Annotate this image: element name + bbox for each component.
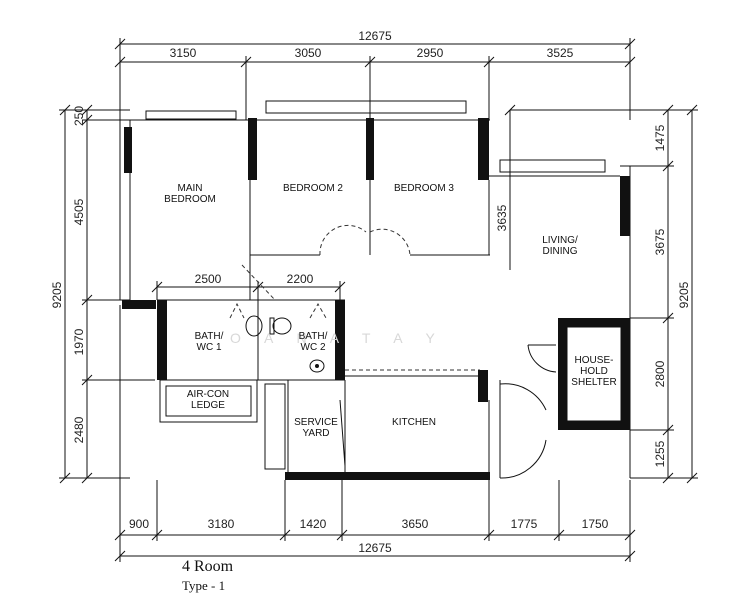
- right-segment-1-label: 1475: [653, 124, 667, 151]
- kitchen-label: KITCHEN: [392, 417, 436, 428]
- left-segment-4-label: 2480: [72, 416, 86, 443]
- inner-dim-2500-label: 2500: [195, 272, 222, 286]
- top-dimension-lines: [114, 38, 636, 120]
- bottom-segment-5-label: 1775: [511, 517, 538, 531]
- bottom-segment-4-label: 3650: [402, 517, 429, 531]
- bath-wc-2-label-line2: WC 2: [301, 342, 326, 353]
- living-dining-label-line2: DINING: [543, 246, 578, 257]
- household-shelter-label-line2: HOLD: [580, 366, 608, 377]
- household-shelter-label-line1: HOUSE-: [575, 355, 614, 366]
- household-shelter-label-line3: SHELTER: [571, 377, 616, 388]
- plan-subtitle: Type - 1: [182, 578, 225, 593]
- bottom-segment-6-label: 1750: [582, 517, 609, 531]
- bath-fixtures: [229, 302, 327, 373]
- right-segment-4-label: 1255: [653, 440, 667, 467]
- bath-wc-1-label-line1: BATH/: [195, 331, 224, 342]
- service-yard-label-line2: YARD: [302, 428, 329, 439]
- main-bedroom-label-line2: BEDROOM: [164, 194, 216, 205]
- top-segment-2-label: 3050: [295, 46, 322, 60]
- top-segment-3-label: 2950: [417, 46, 444, 60]
- top-segment-4-label: 3525: [547, 46, 574, 60]
- inner-dimension-lines: [151, 104, 516, 300]
- aircon-ledge-label-line1: AIR-CON: [187, 389, 229, 400]
- service-yard-label-line1: SERVICE: [294, 417, 338, 428]
- inner-dim-2200-label: 2200: [287, 272, 314, 286]
- right-total-label: 9205: [677, 281, 691, 308]
- bath-wc-2-label-line1: BATH/: [299, 331, 328, 342]
- watermark-text: O A N A T A Y: [230, 330, 445, 346]
- right-segment-2-label: 3675: [653, 228, 667, 255]
- right-segment-3-label: 2800: [653, 360, 667, 387]
- walls: [119, 100, 631, 480]
- top-total-label: 12675: [358, 29, 392, 43]
- left-segment-3-label: 1970: [72, 328, 86, 355]
- bottom-segment-3-label: 1420: [300, 517, 327, 531]
- aircon-ledge-label-line2: LEDGE: [191, 400, 225, 411]
- top-segment-1-label: 3150: [170, 46, 197, 60]
- left-segment-2-label: 4505: [72, 198, 86, 225]
- bottom-dimension-lines: [114, 305, 636, 562]
- left-segment-1-label: 250: [72, 106, 86, 126]
- bottom-total-label: 12675: [358, 541, 392, 555]
- left-total-label: 9205: [50, 281, 64, 308]
- bedroom-3-label: BEDROOM 3: [394, 183, 454, 194]
- bottom-segment-2-label: 3180: [208, 517, 235, 531]
- door-swings: [241, 224, 557, 479]
- left-dimension-lines: [59, 104, 155, 484]
- plan-title: 4 Room: [182, 558, 234, 575]
- inner-dim-3635-label: 3635: [495, 204, 509, 231]
- right-dimension-lines: [510, 104, 698, 484]
- bedroom-2-label: BEDROOM 2: [283, 183, 343, 194]
- bath-wc-1-label-line2: WC 1: [197, 342, 222, 353]
- main-bedroom-label-line1: MAIN: [178, 183, 203, 194]
- living-dining-label-line1: LIVING/: [542, 235, 578, 246]
- bottom-segment-1-label: 900: [129, 517, 149, 531]
